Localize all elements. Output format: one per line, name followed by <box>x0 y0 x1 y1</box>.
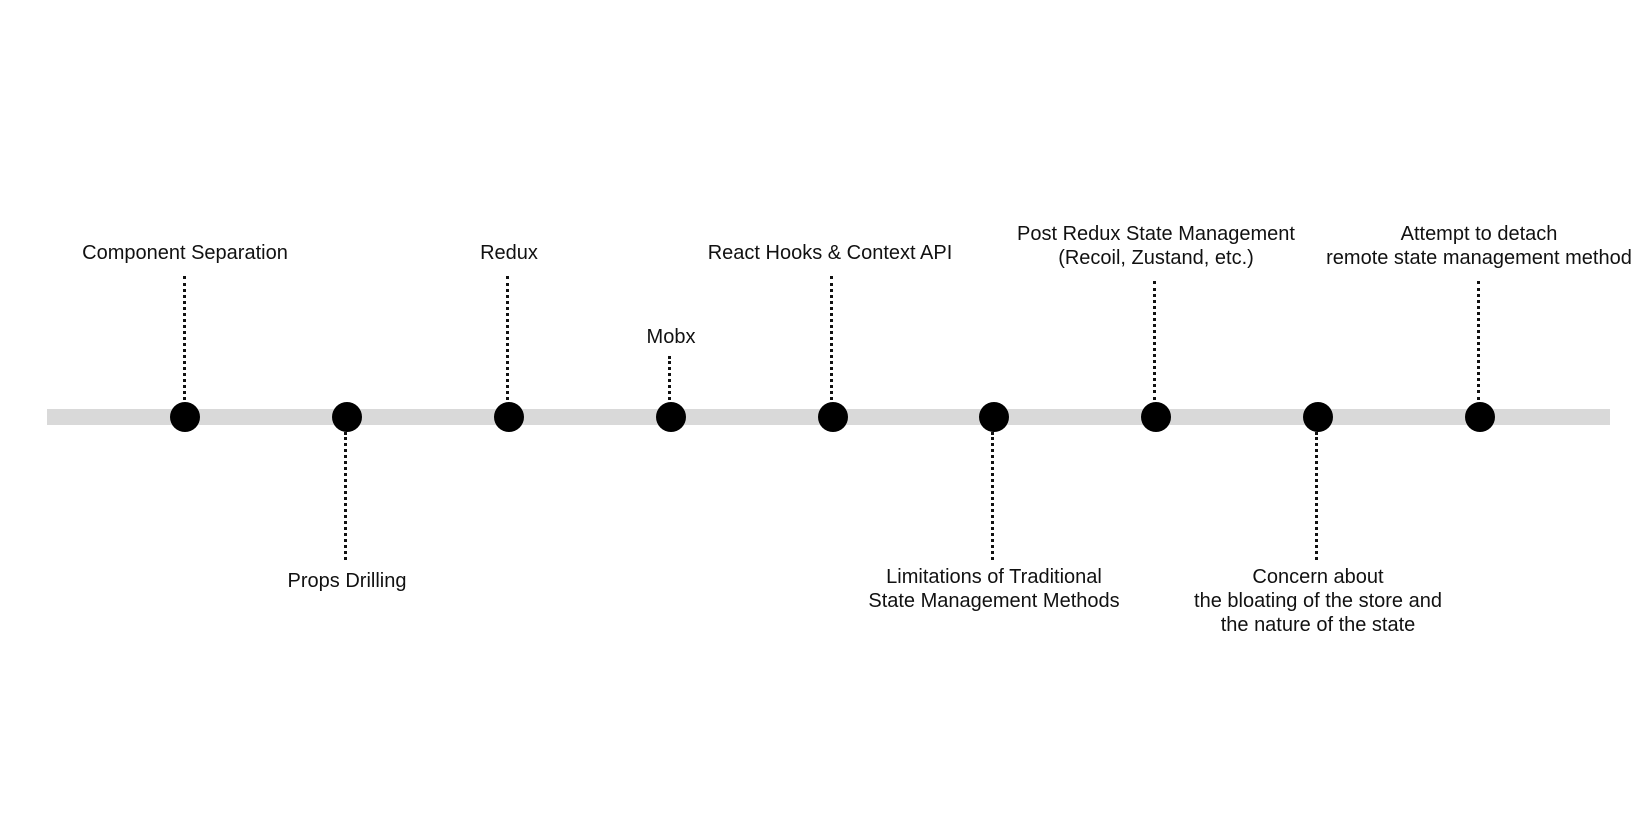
event-label-concern: Concern about the bloating of the store … <box>1194 566 1442 636</box>
connector-line <box>668 356 671 400</box>
connector-line <box>830 276 833 400</box>
event-label-component-separation: Component Separation <box>82 242 288 264</box>
connector-line <box>344 432 347 560</box>
connector-line <box>991 432 994 560</box>
timeline-node <box>818 402 848 432</box>
event-label-redux: Redux <box>480 242 538 264</box>
connector-line <box>1153 281 1156 400</box>
timeline-node <box>170 402 200 432</box>
connector-line <box>1477 281 1480 400</box>
event-label-attempt-detach: Attempt to detach remote state managemen… <box>1326 223 1632 269</box>
timeline-node <box>494 402 524 432</box>
connector-line <box>1315 432 1318 560</box>
timeline-node <box>1303 402 1333 432</box>
connector-line <box>183 276 186 400</box>
event-label-react-hooks: React Hooks & Context API <box>707 242 953 264</box>
event-label-mobx: Mobx <box>646 326 696 348</box>
timeline-node <box>1141 402 1171 432</box>
connector-line <box>506 276 509 400</box>
event-label-post-redux: Post Redux State Management (Recoil, Zus… <box>1017 223 1295 269</box>
timeline-node <box>979 402 1009 432</box>
timeline-node <box>332 402 362 432</box>
event-label-props-drilling: Props Drilling <box>287 570 407 592</box>
timeline-node <box>656 402 686 432</box>
event-label-limitations: Limitations of Traditional State Managem… <box>868 566 1120 612</box>
timeline-node <box>1465 402 1495 432</box>
